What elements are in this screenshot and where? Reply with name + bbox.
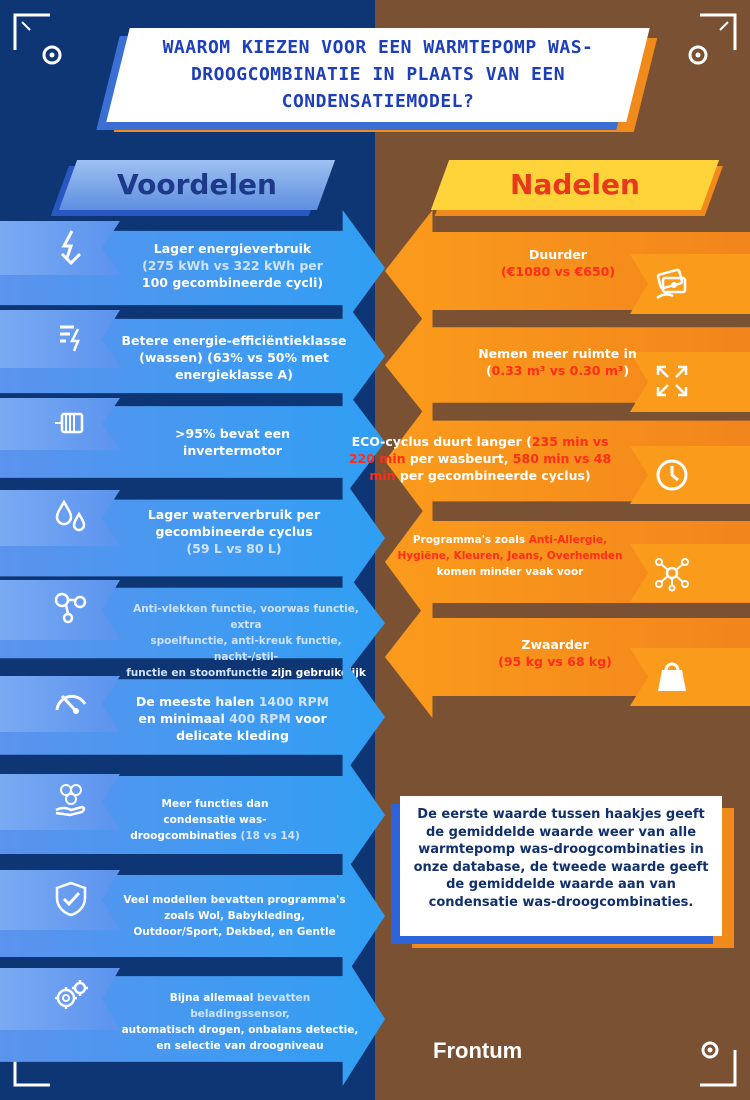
voordeel-icon-box: [0, 310, 120, 368]
voordeel-icon-box: [0, 221, 120, 275]
voordeel-text-8: Veel modellen bevatten programma's zoals…: [123, 894, 346, 938]
voordeel-icon-box: [0, 870, 120, 930]
expand-arrows-icon: [656, 365, 688, 397]
voordeel-icon-box: [0, 490, 120, 546]
money-icon: [656, 268, 687, 300]
voordelen-heading: Voordelen: [117, 168, 277, 201]
function-nodes-icon: [54, 592, 87, 624]
voordeel-icon-box: [0, 580, 120, 640]
page-title: WAAROM KIEZEN VOOR EEN WARMTEPOMP WAS- D…: [162, 37, 594, 112]
nadeel-icon-box: [630, 446, 750, 504]
nadeel-icon-box: [630, 544, 750, 602]
energy-label-icon: [60, 325, 80, 352]
nadeel-text-5: Zwaarder (95 kg vs 68 kg): [498, 637, 612, 669]
nadeel-text-2: Nemen meer ruimte in (0.33 m³ vs 0.30 m³…: [478, 346, 637, 378]
nadeel-icon-box: [630, 648, 750, 706]
gears-icon: [55, 980, 88, 1009]
nadeel-icon-box: [630, 254, 750, 314]
speedometer-icon: [55, 694, 87, 714]
molecule-icon: [655, 558, 689, 592]
nadelen-heading: Nadelen: [510, 168, 640, 201]
nadeel-icon-box: [630, 352, 750, 412]
voordeel-text-1: Lager energieverbruik (275 kWh vs 322 kW…: [141, 241, 324, 290]
corner-ornament-icon: [13, 13, 62, 65]
hand-settings-icon: [55, 784, 86, 817]
weight-icon: [658, 662, 686, 691]
frontum-logo: Frontum: [433, 1038, 522, 1066]
explanation-text: De eerste waarde tussen haakjes geeft de…: [413, 807, 709, 910]
voordeel-text-7: Meer functies dan condensatie was- droog…: [130, 798, 300, 842]
explanation-box: [400, 796, 722, 936]
voordeel-text-2: Betere energie-efficiëntieklasse (wassen…: [121, 333, 347, 382]
voordeel-text-5: Anti-vlekken functie, voorwas functie, e…: [126, 603, 366, 679]
clock-icon: [656, 459, 688, 491]
lightning-down-icon: [60, 230, 82, 266]
logo-text: Frontum: [433, 1038, 523, 1063]
voordeel-text-9: Bijna allemaal bevatten beladingssensor,…: [121, 992, 359, 1052]
shield-check-icon: [55, 881, 87, 917]
voordeel-text-3: >95% bevat een invertermotor: [175, 426, 290, 458]
corner-ornament-icon: [700, 1041, 737, 1087]
voordeel-text-4: Lager waterverbruik per gecombineerde cy…: [147, 507, 321, 556]
water-drops-icon: [55, 499, 86, 532]
nadeel-text-3: ECO-cyclus duurt langer (235 min vs 220 …: [348, 434, 612, 483]
voordeel-text-6: De meeste halen 1400 RPM en minimaal 400…: [135, 694, 330, 743]
nadeel-text-1: Duurder (€1080 vs €650): [501, 247, 615, 279]
voordeel-icon-box: [0, 968, 120, 1030]
nadeel-text-4: Programma's zoals Anti-Allergie, Hygiëne…: [397, 534, 623, 578]
voordeel-icon-box: [0, 774, 120, 830]
corner-ornament-icon: [688, 13, 737, 65]
motor-icon: [55, 412, 84, 434]
